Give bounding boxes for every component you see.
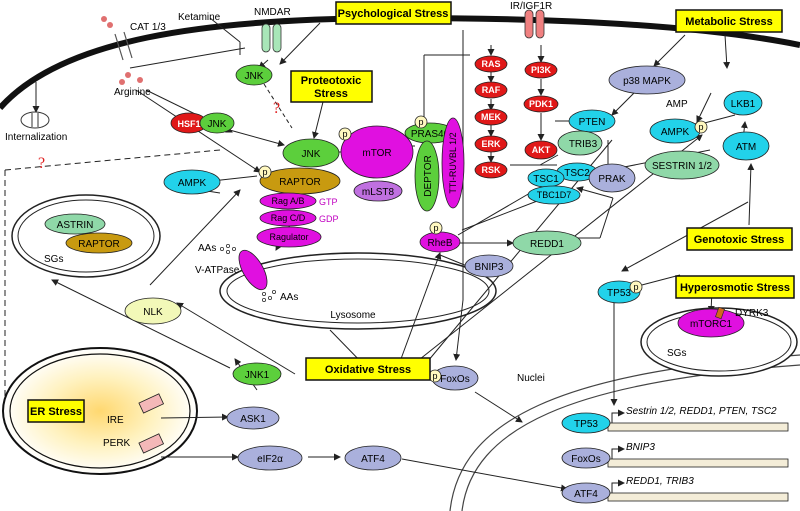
pras40: PRAS40: [411, 129, 450, 140]
atf4-nuc: ATF4: [574, 489, 598, 500]
psychological-stress: Psychological Stress: [338, 8, 449, 20]
phospho-marks: p p p p p p p: [258, 115, 708, 383]
lysosome-label: Lysosome: [330, 310, 376, 321]
jnk-main: JNK: [302, 149, 321, 160]
nuclei-label: Nuclei: [517, 373, 545, 384]
pdk1: PDK1: [529, 99, 553, 109]
hsf1: HSF1: [177, 119, 200, 129]
lysosome: [219, 252, 497, 330]
sestrin: SESTRIN 1/2: [652, 161, 712, 172]
mek: MEK: [481, 112, 502, 122]
redd1: REDD1: [530, 239, 564, 250]
trib3: TRIB3: [569, 139, 598, 150]
irigf1r-label: IR/IGF1R: [510, 1, 552, 12]
gdp: GDP: [319, 214, 339, 224]
ire: IRE: [107, 415, 124, 426]
erk: ERK: [481, 139, 501, 149]
rag-ab: Rag A/B: [271, 196, 304, 206]
nucleus-membrane-inner: [461, 364, 800, 511]
tp53-targets: Sestrin 1/2, REDD1, PTEN, TSC2: [626, 406, 777, 417]
mtor: mTOR: [362, 148, 391, 159]
cat13-label: CAT 1/3: [130, 22, 166, 33]
aas-bottom: AAs: [280, 292, 298, 303]
hyperosmotic-stress: Hyperosmotic Stress: [680, 282, 790, 294]
ras: RAS: [481, 59, 500, 69]
ketamine-label: Ketamine: [178, 12, 221, 23]
jnk-top: JNK: [245, 71, 264, 82]
raptor-sg: RAPTOR: [78, 239, 120, 250]
nlk: NLK: [143, 307, 163, 318]
raptor: RAPTOR: [279, 177, 321, 188]
question-mark-jnk: ?: [273, 100, 280, 117]
svg-text:p: p: [698, 122, 703, 132]
svg-text:p: p: [342, 129, 347, 139]
svg-text:p: p: [262, 167, 267, 177]
pten: PTEN: [579, 117, 606, 128]
eif2a: eIF2α: [257, 454, 283, 465]
svg-text:p: p: [418, 117, 423, 127]
ask1: ASK1: [240, 414, 266, 425]
jnk-left: JNK: [208, 119, 227, 130]
astrin: ASTRIN: [57, 220, 94, 231]
ampk-left: AMPK: [178, 178, 207, 189]
foxos-targets: BNIP3: [626, 442, 655, 453]
question-mark-left: ?: [38, 155, 45, 172]
er-stress: ER Stress: [30, 406, 82, 418]
perk: PERK: [103, 438, 131, 449]
foxos-nuc: FoxOs: [571, 454, 600, 465]
oxidative-stress: Oxidative Stress: [325, 364, 411, 376]
atf4-targets: REDD1, TRIB3: [626, 476, 694, 487]
bnip3: BNIP3: [475, 262, 504, 273]
sgs-left-label: SGs: [44, 254, 63, 265]
vatpase: V-ATPase: [195, 265, 240, 276]
deptor: DEPTOR: [423, 155, 434, 197]
atm: ATM: [736, 142, 756, 153]
rag-cd: Rag C/D: [271, 213, 306, 223]
tti-ruvbl: TTI-RUVBL 1/2: [448, 132, 458, 193]
tsc2: TSC2: [564, 168, 590, 179]
svg-text:p: p: [433, 223, 438, 233]
membrane-components: [20, 9, 545, 129]
tsc1: TSC1: [533, 174, 559, 185]
metabolic-stress: Metabolic Stress: [685, 16, 772, 28]
ampk-right: AMPK: [661, 127, 690, 138]
rheb: RheB: [427, 238, 452, 249]
nodes: JNK HSF1 JNK JNK mTOR mLST8 RAPTOR AMPK …: [44, 55, 770, 504]
nucleus-genes: Sestrin 1/2, REDD1, PTEN, TSC2 BNIP3 RED…: [607, 406, 789, 502]
nmdar-label: NMDAR: [254, 7, 291, 18]
akt: AKT: [532, 145, 551, 155]
rsk: RSK: [481, 165, 501, 175]
genotoxic-stress: Genotoxic Stress: [694, 234, 784, 246]
tbc1d7: TBC1D7: [537, 190, 572, 200]
sgs-right-label: SGs: [667, 348, 686, 359]
gtp: GTP: [319, 197, 338, 207]
internalization-label: Internalization: [5, 132, 67, 143]
dashed-divider: [4, 149, 221, 171]
atf4-cyto: ATF4: [361, 454, 385, 465]
ragulator: Ragulator: [269, 232, 308, 242]
tp53-cyto: TP53: [607, 288, 631, 299]
svg-text:p: p: [432, 371, 437, 381]
mlst8: mLST8: [362, 187, 395, 198]
dyrk3: DYRK3: [735, 308, 769, 319]
nucleus-membrane-outer: [449, 354, 800, 511]
raf: RAF: [482, 85, 501, 95]
amp-label: AMP: [666, 99, 688, 110]
prak: PRAK: [598, 174, 626, 185]
jnk1: JNK1: [245, 370, 270, 381]
svg-text:p: p: [633, 282, 638, 292]
aas-top: AAs: [198, 243, 216, 254]
lkb1: LKB1: [731, 99, 756, 110]
arginine-label: Arginine: [114, 87, 151, 98]
pi3k: PI3K: [531, 65, 552, 75]
foxos-cyto: FoxOs: [440, 374, 469, 385]
p38-mapk: p38 MAPK: [623, 76, 671, 87]
tp53-nuc: TP53: [574, 419, 598, 430]
mtorc1: mTORC1: [690, 319, 732, 330]
